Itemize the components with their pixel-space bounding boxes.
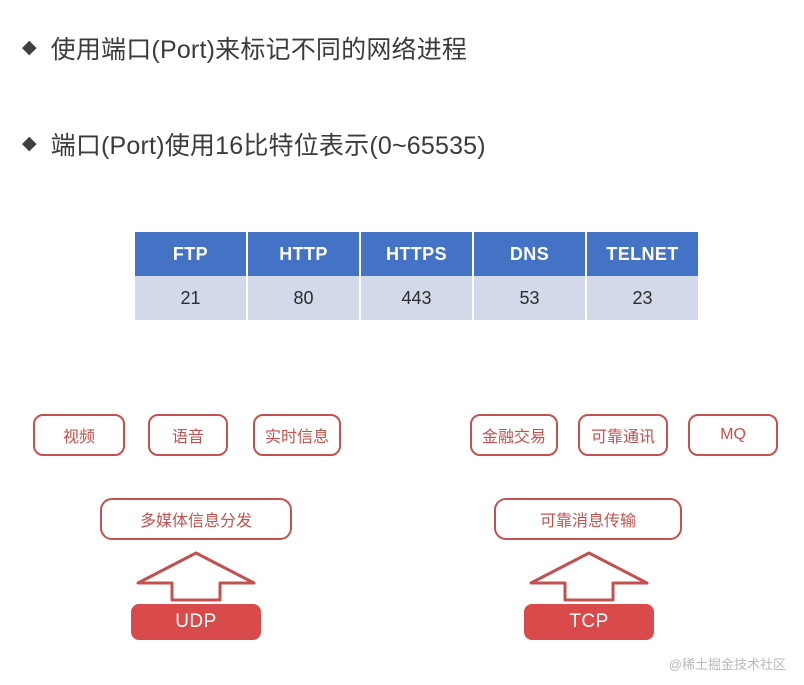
port-table-header-http: HTTP — [248, 232, 359, 276]
protocol-pill-tcp: TCP — [524, 604, 654, 640]
port-table-header-row: FTP HTTP HTTPS DNS TELNET — [135, 232, 698, 276]
watermark: @稀土掘金技术社区 — [668, 657, 786, 672]
protocol-pill-udp: UDP — [131, 604, 261, 640]
category-chip-reliable-message-transport: 可靠消息传输 — [494, 498, 682, 540]
port-value-telnet: 23 — [587, 276, 698, 320]
use-case-chip-financial-transaction: 金融交易 — [470, 414, 558, 456]
bullet-text-1: 使用端口(Port)来标记不同的网络进程 — [50, 36, 468, 64]
use-case-chip-video: 视频 — [33, 414, 125, 456]
port-table-header-dns: DNS — [474, 232, 585, 276]
port-table-header-telnet: TELNET — [587, 232, 698, 276]
port-table-value-row: 21 80 443 53 23 — [135, 276, 698, 320]
port-table-header-ftp: FTP — [135, 232, 246, 276]
diamond-bullet-icon: ◆ — [22, 132, 37, 154]
use-case-chip-realtime-info: 实时信息 — [253, 414, 341, 456]
up-block-arrow-icon-left — [136, 551, 256, 602]
port-value-ftp: 21 — [135, 276, 246, 320]
port-value-dns: 53 — [474, 276, 585, 320]
bullet-line-1: ◆ 使用端口(Port)来标记不同的网络进程 — [22, 30, 467, 66]
port-table-header-https: HTTPS — [361, 232, 472, 276]
use-case-chip-reliable-communication: 可靠通讯 — [578, 414, 668, 456]
port-value-https: 443 — [361, 276, 472, 320]
use-case-chip-voice: 语音 — [148, 414, 228, 456]
port-value-http: 80 — [248, 276, 359, 320]
up-block-arrow-icon-right — [529, 551, 649, 602]
bullet-text-2: 端口(Port)使用16比特位表示(0~65535) — [50, 132, 486, 160]
bullet-line-2: ◆ 端口(Port)使用16比特位表示(0~65535) — [22, 126, 486, 162]
category-chip-multimedia-distribution: 多媒体信息分发 — [100, 498, 292, 540]
diamond-bullet-icon: ◆ — [22, 36, 37, 58]
use-case-chip-mq: MQ — [688, 414, 778, 456]
port-table: FTP HTTP HTTPS DNS TELNET 21 80 443 53 2… — [133, 232, 700, 320]
